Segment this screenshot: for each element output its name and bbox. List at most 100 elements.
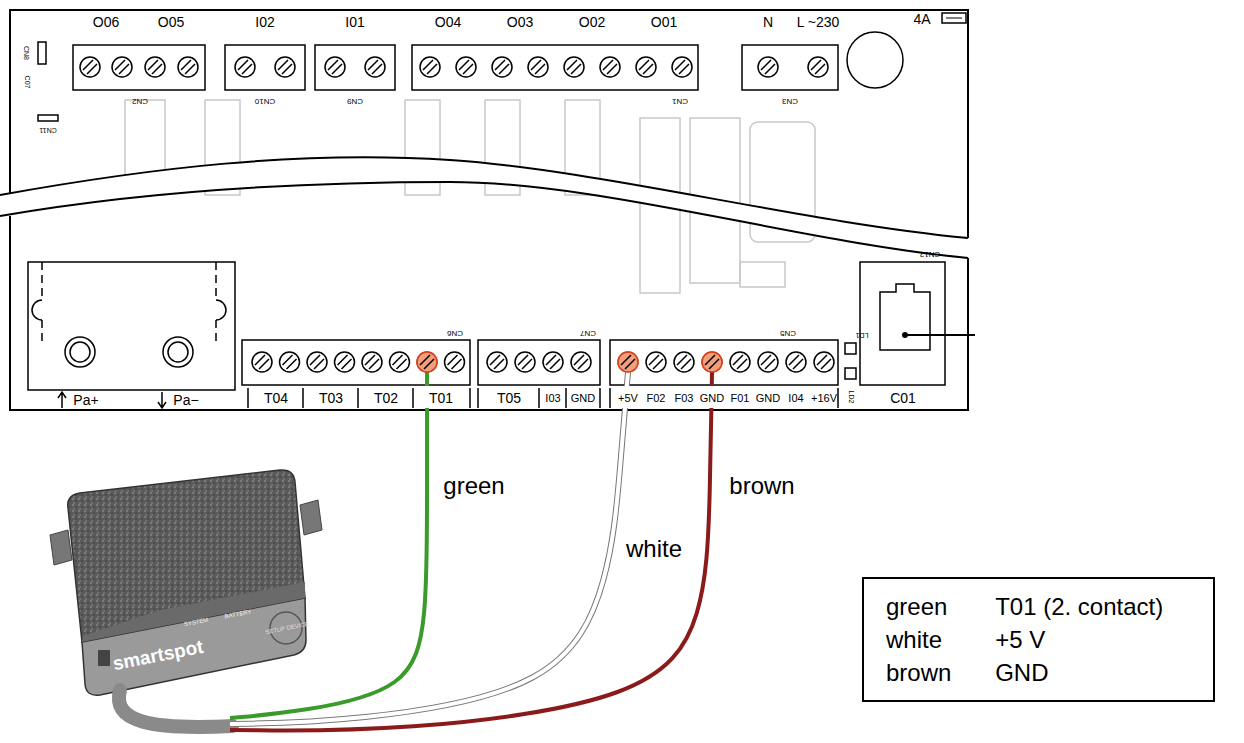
break-band — [0, 157, 968, 258]
terminal-blocks — [242, 262, 945, 385]
label-row-ground — [415, 386, 724, 408]
pin-label: I03 — [545, 393, 560, 404]
connector-name: C01 — [890, 391, 916, 405]
wire — [230, 372, 427, 718]
pin-label: T03 — [319, 391, 343, 405]
pin-label: T04 — [264, 391, 288, 405]
board-outline — [10, 10, 968, 410]
screw — [417, 352, 437, 372]
screw — [445, 352, 465, 372]
connector-name: C07 — [24, 76, 31, 89]
screw — [600, 57, 620, 77]
screw — [543, 352, 563, 372]
pin-label: T01 — [429, 391, 453, 405]
screw — [417, 352, 437, 372]
connector-name: CN12 — [920, 250, 940, 258]
screw — [702, 352, 722, 372]
screw — [758, 352, 778, 372]
screw-terminals — [80, 57, 834, 372]
pin-label: GND — [571, 393, 595, 404]
led-name: LD2 — [848, 391, 855, 404]
screw — [112, 57, 132, 77]
terminal-label: L ~230 — [797, 15, 840, 29]
wire — [230, 372, 712, 731]
fuse-symbol — [942, 13, 966, 23]
wire-label: green — [443, 474, 504, 498]
screw — [420, 57, 440, 77]
connector-name: CN8 — [23, 46, 30, 60]
wire — [230, 372, 628, 724]
screw — [808, 57, 828, 77]
screw — [758, 57, 778, 77]
screw — [814, 352, 834, 372]
pin-label: F01 — [731, 393, 750, 404]
connector-name: CN1 — [672, 97, 688, 105]
connector-name: CN5 — [780, 329, 796, 337]
wire-color: white — [886, 626, 979, 653]
screw — [335, 352, 355, 372]
legend-box: greenT01 (2. contact)white+5 VbrownGND — [862, 577, 1215, 702]
screw — [730, 352, 750, 372]
terminal-label: I02 — [255, 15, 274, 29]
screw — [325, 57, 345, 77]
screw — [362, 352, 382, 372]
screw — [618, 352, 638, 372]
terminal-name: +5 V — [995, 626, 1191, 653]
port-label: Pa− — [173, 393, 198, 407]
screw — [571, 352, 591, 372]
connector-name: CN2 — [132, 97, 148, 105]
screw — [235, 57, 255, 77]
screw — [646, 352, 666, 372]
wire-color: brown — [886, 659, 979, 686]
connector-name: CN3 — [782, 97, 798, 105]
wire-outline — [230, 372, 628, 724]
terminal-label: O04 — [435, 15, 461, 29]
label-dividers — [248, 388, 838, 408]
terminal-label: O05 — [158, 15, 184, 29]
pin-label: T05 — [497, 391, 521, 405]
terminal-label: O06 — [93, 15, 119, 29]
pin-label: GND — [756, 393, 780, 404]
pin-label: +16V — [811, 393, 837, 404]
wire-color: green — [886, 593, 979, 620]
connector-name: CN7 — [580, 329, 596, 337]
connector-name: CN11 — [39, 127, 56, 134]
screw — [674, 352, 694, 372]
connector-name: CN10 — [255, 97, 275, 105]
screw — [178, 57, 198, 77]
screw — [636, 57, 656, 77]
terminal-label: I01 — [345, 15, 364, 29]
smartspot-device — [50, 470, 322, 695]
pin-label: I04 — [788, 393, 803, 404]
terminal-name: GND — [995, 659, 1191, 686]
screw — [618, 352, 638, 372]
screw — [492, 57, 512, 77]
wires — [230, 372, 712, 731]
pin-label: GND — [700, 393, 724, 404]
connector-name: CN9 — [347, 97, 363, 105]
fuse-rating: 4A — [913, 12, 930, 26]
screw — [564, 57, 584, 77]
pin-label: +5V — [618, 393, 638, 404]
screw — [786, 352, 806, 372]
cable-jacket — [119, 690, 232, 727]
fuse-symbol — [946, 18, 962, 19]
screw — [390, 352, 410, 372]
jack-lead — [905, 334, 975, 336]
screw — [487, 352, 507, 372]
screw — [280, 352, 300, 372]
break-lines — [0, 157, 968, 258]
screw — [456, 57, 476, 77]
pin-label: T02 — [374, 391, 398, 405]
pin-label: F03 — [675, 393, 694, 404]
wire-label: white — [626, 537, 682, 561]
screw — [307, 352, 327, 372]
terminal-label: O02 — [579, 15, 605, 29]
wire-label: brown — [729, 474, 794, 498]
screw — [145, 57, 165, 77]
screw — [702, 352, 722, 372]
terminal-label: N — [763, 15, 773, 29]
screw — [515, 352, 535, 372]
screw — [252, 352, 272, 372]
screw — [672, 57, 692, 77]
